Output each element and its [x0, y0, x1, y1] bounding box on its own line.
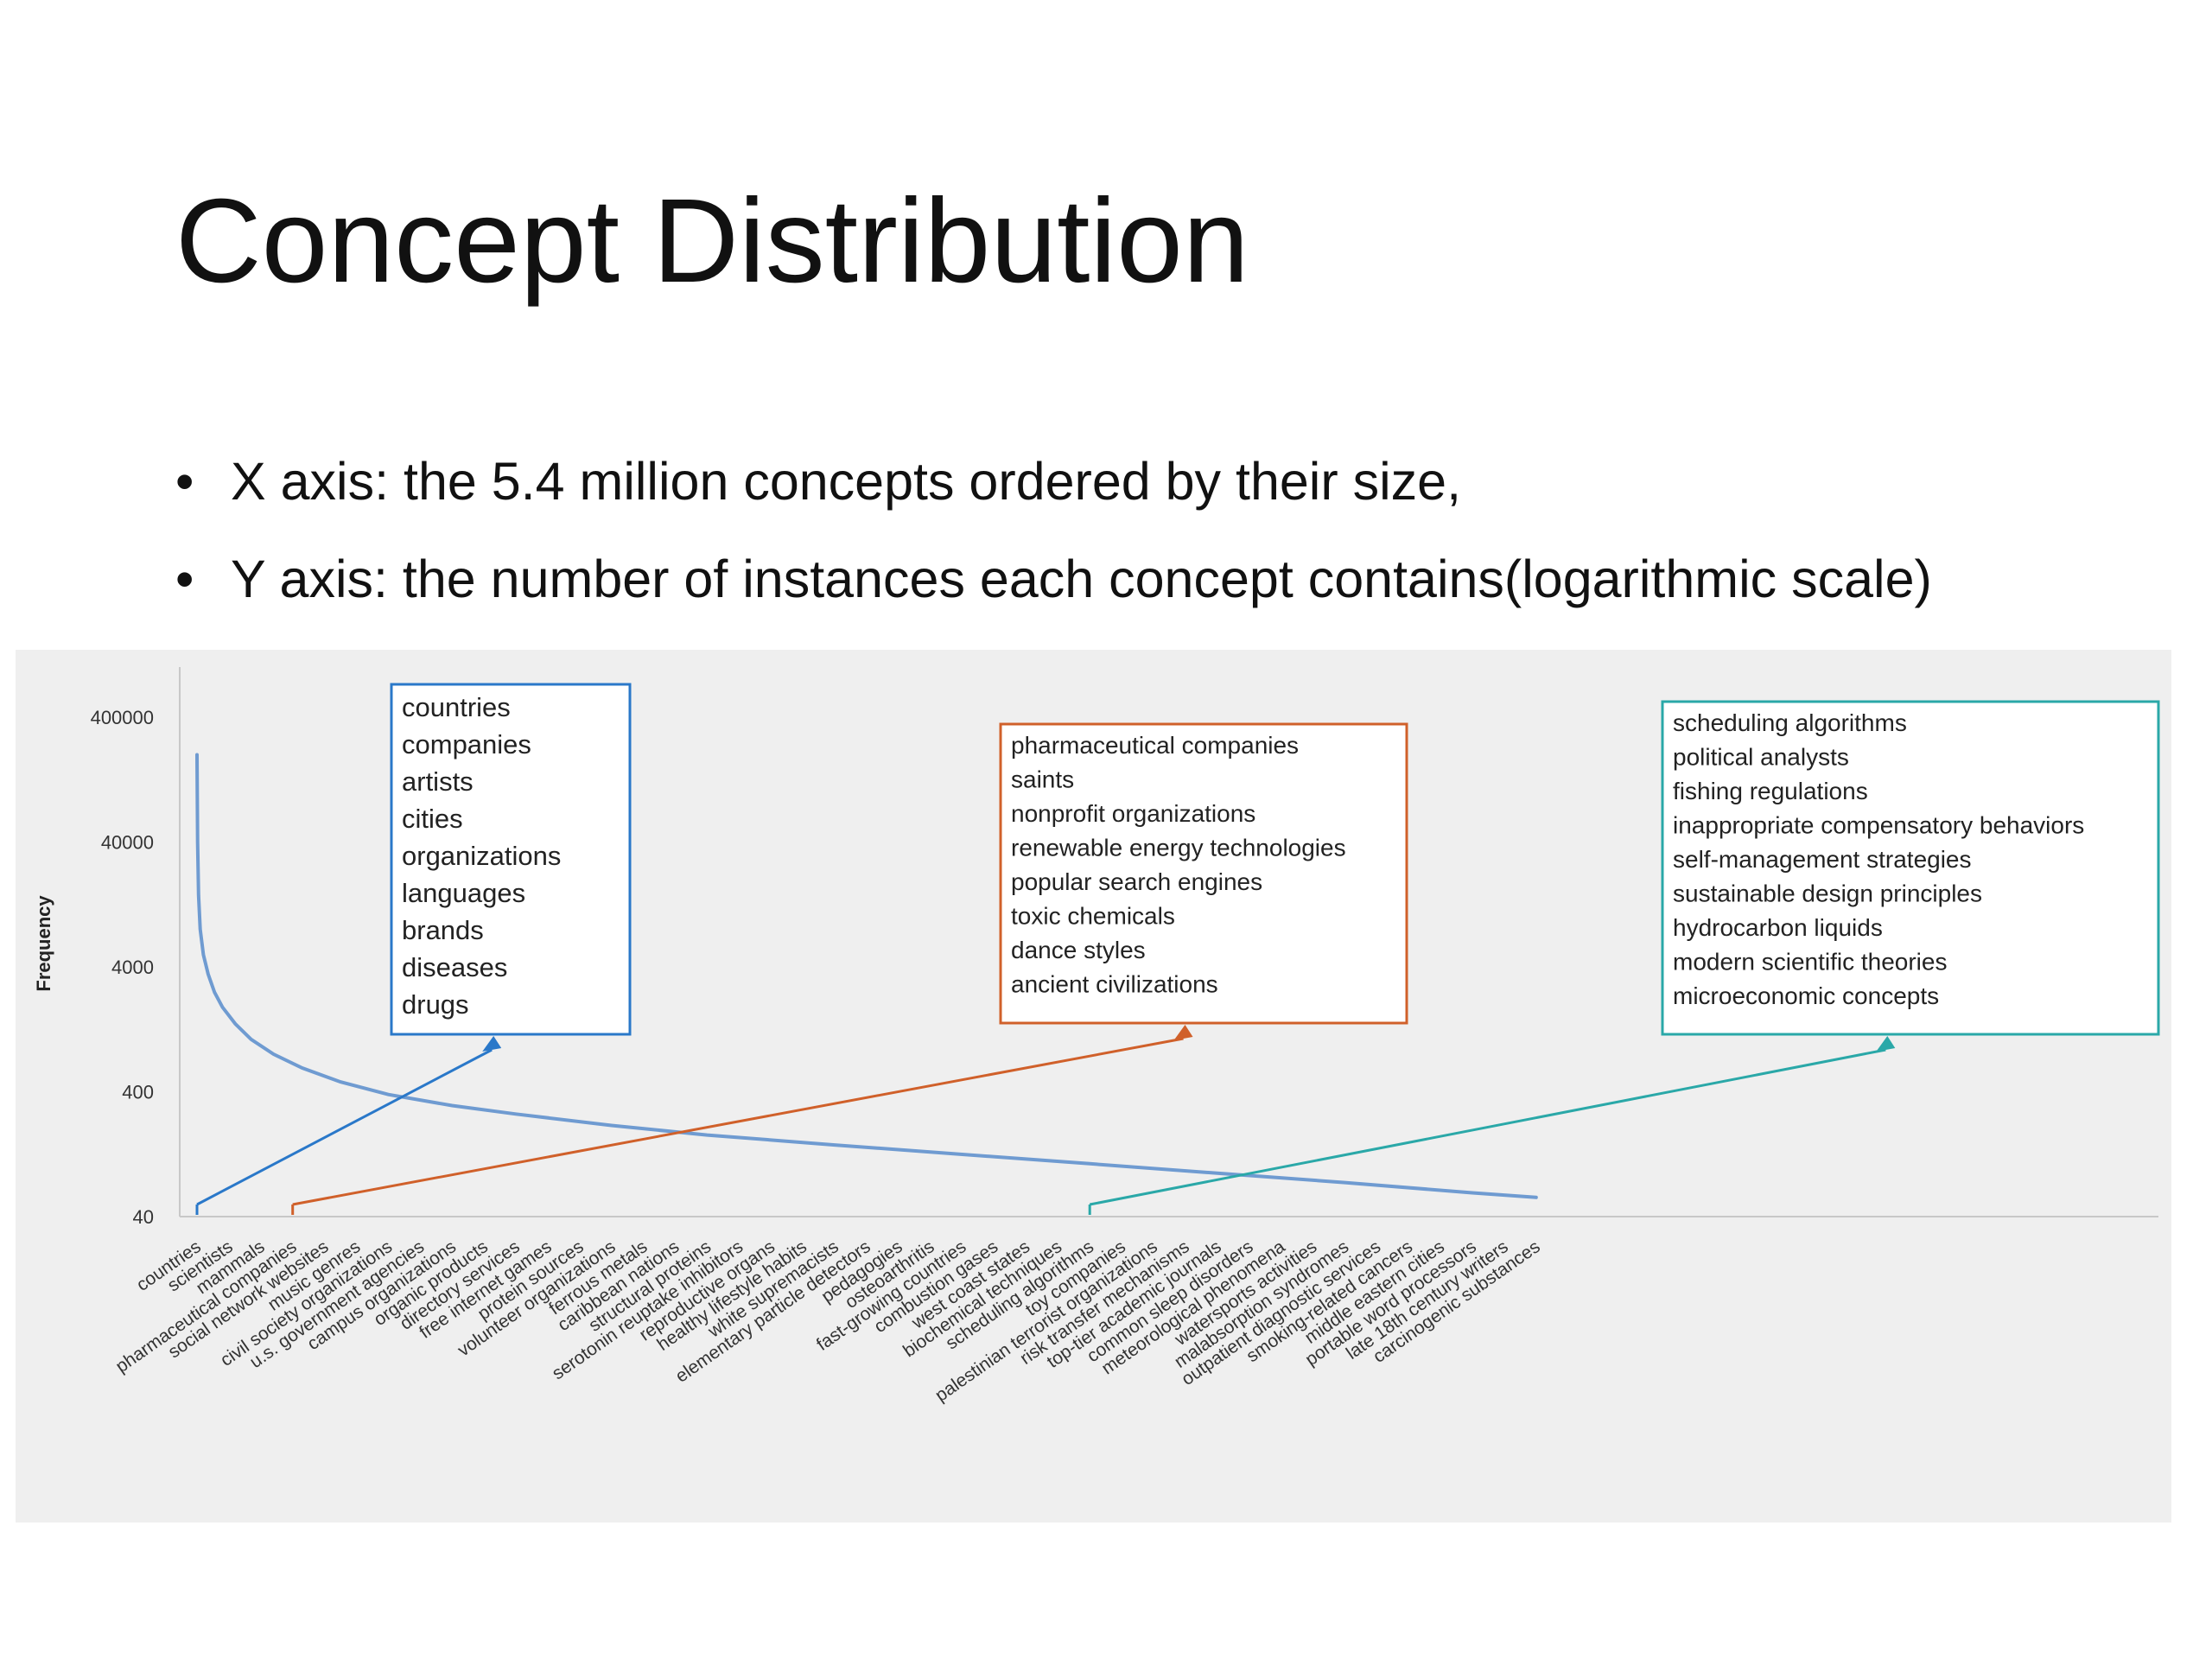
y-axis-label: Frequency — [33, 895, 54, 992]
bullet-text: X axis: the 5.4 million concepts ordered… — [231, 452, 1462, 511]
annotation-item: self-management strategies — [1673, 846, 1972, 873]
annotation-item: cities — [402, 804, 463, 834]
annotation-item: organizations — [402, 841, 561, 871]
annotation-item: brands — [402, 915, 484, 945]
annotation-arrowhead — [1173, 1025, 1193, 1040]
y-tick-label: 40 — [133, 1206, 154, 1228]
annotation-item: nonprofit organizations — [1011, 800, 1255, 827]
annotation-pointer-line — [292, 1037, 1184, 1206]
concept-distribution-chart: 400000 40000 4000 400 40 Frequency countries sc… — [33, 667, 2160, 1406]
annotation-item: fishing regulations — [1673, 778, 1868, 804]
annotation-item: saints — [1011, 766, 1074, 793]
annotation-item: ancient civilizations — [1011, 971, 1218, 998]
annotation-item: sustainable design principles — [1673, 880, 1982, 907]
bullet-text: Y axis: the number of instances each con… — [231, 550, 1932, 608]
annotation-item: renewable energy technologies — [1011, 835, 1346, 861]
annotation-item: diseases — [402, 952, 507, 982]
annotation-pointer-line — [1089, 1048, 1886, 1206]
annotation-box — [390, 683, 632, 1036]
series-line — [195, 753, 1538, 1199]
annotation-item: popular search engines — [1011, 868, 1262, 895]
annotation-arrowhead — [1876, 1036, 1896, 1052]
bullet-x-axis: • X axis: the 5.4 million concepts ordere… — [175, 451, 1461, 512]
annotation-item: toxic chemicals — [1011, 903, 1175, 930]
annotation-item: modern scientific theories — [1673, 949, 1947, 976]
annotation-item: dance styles — [1011, 937, 1146, 963]
bullet-glyph: • — [175, 452, 194, 511]
annotation-item: political analysts — [1673, 744, 1849, 771]
annotation-item: countries — [402, 692, 511, 722]
annotation-item: scheduling algorithms — [1673, 709, 1907, 736]
y-tick-label: 400000 — [91, 707, 154, 728]
bullet-y-axis: • Y axis: the number of instances each co… — [175, 549, 1932, 609]
annotation-pointer-line — [196, 1048, 493, 1206]
annotation-item: inappropriate compensatory behaviors — [1673, 812, 2084, 839]
annotation-box — [999, 722, 1408, 1025]
annotation-item: microeconomic concepts — [1673, 982, 1939, 1009]
bullet-glyph: • — [175, 550, 194, 608]
annotation-arrowhead — [482, 1036, 502, 1052]
annotation-item: pharmaceutical companies — [1011, 732, 1299, 759]
annotation-item: companies — [402, 729, 531, 760]
slide-title: Concept Distribution — [175, 175, 1249, 308]
annotation-box — [1661, 700, 2160, 1036]
y-tick-label: 40000 — [101, 832, 154, 854]
y-tick-label: 4000 — [111, 957, 154, 978]
y-tick-label: 400 — [122, 1082, 154, 1103]
chart-panel: 400000 40000 4000 400 40 Frequency countries sc… — [16, 650, 2171, 1522]
annotation-item: artists — [402, 766, 474, 797]
annotation-item: hydrocarbon liquids — [1673, 914, 1883, 941]
annotation-item: languages — [402, 878, 525, 908]
annotation-item: drugs — [402, 989, 469, 1020]
